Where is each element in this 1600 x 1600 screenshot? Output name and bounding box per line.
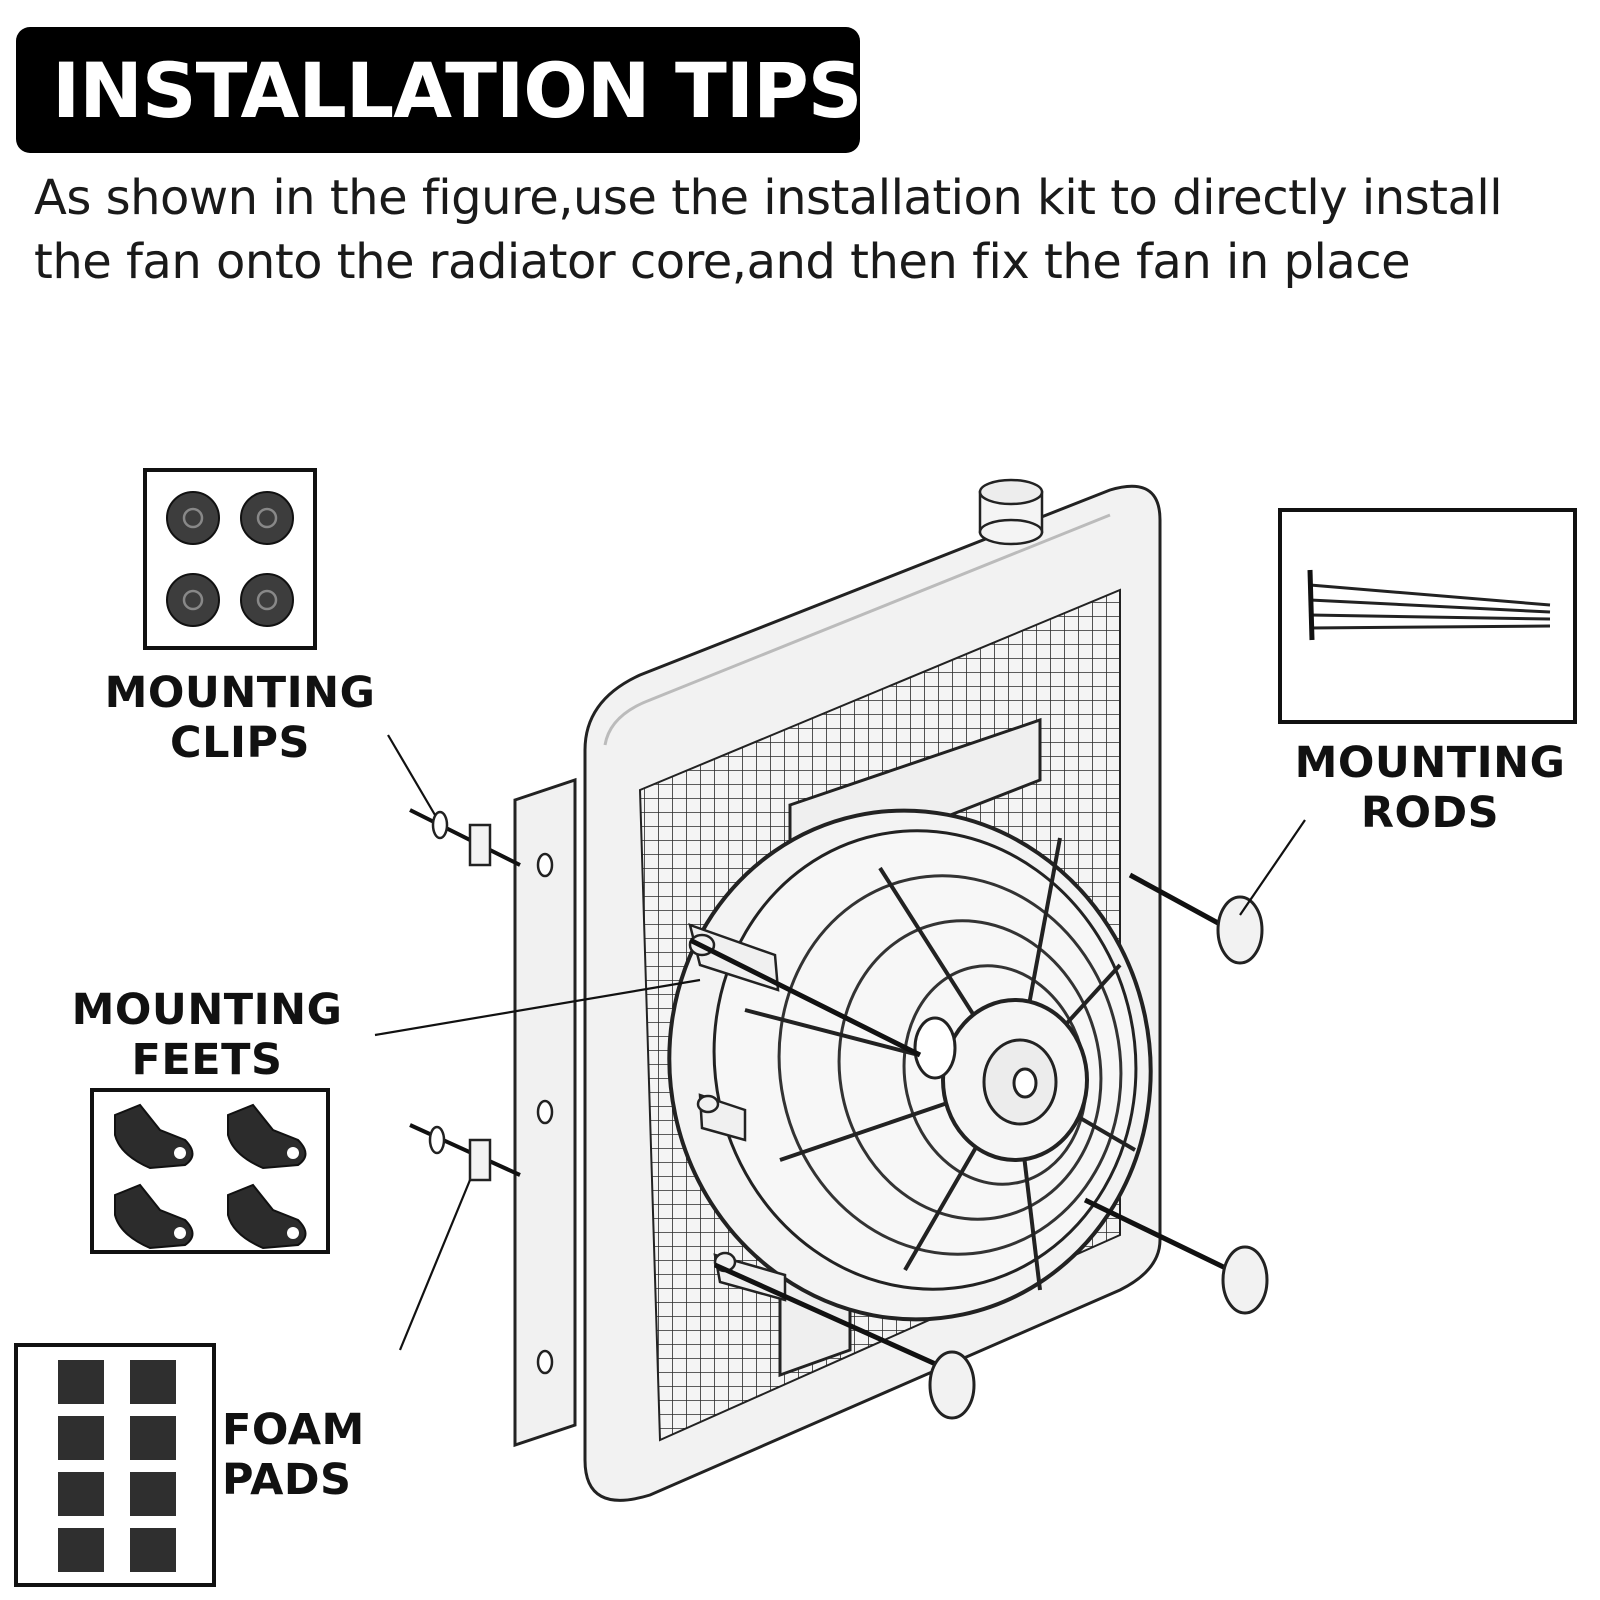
instruction-line-2: the fan onto the radiator core,and then … bbox=[34, 234, 1411, 290]
mounting-clips-box bbox=[143, 468, 317, 650]
page-title: INSTALLATION TIPS bbox=[52, 46, 862, 135]
radiator-side-bracket bbox=[513, 777, 577, 1448]
mounting-rods-label: MOUNTING RODS bbox=[1294, 738, 1566, 838]
electric-fan bbox=[667, 808, 1153, 1322]
mounting-feet-box bbox=[90, 1088, 330, 1254]
mounting-rods-installed bbox=[409, 808, 1269, 1420]
mounting-clips-label: MOUNTING CLIPS bbox=[104, 668, 376, 768]
callout-leader-lines bbox=[374, 734, 1306, 1351]
foam-pads-label: FOAM PADS bbox=[222, 1405, 365, 1505]
instruction-text: As shown in the figure,use the installat… bbox=[34, 166, 1584, 294]
mounting-rods-box bbox=[1278, 508, 1577, 724]
foam-pads-box bbox=[14, 1343, 216, 1587]
title-banner bbox=[16, 27, 860, 153]
radiator-cap bbox=[978, 478, 1044, 546]
instruction-line-1: As shown in the figure,use the installat… bbox=[34, 170, 1503, 226]
mounting-feets-label: MOUNTING FEETS bbox=[71, 985, 343, 1085]
